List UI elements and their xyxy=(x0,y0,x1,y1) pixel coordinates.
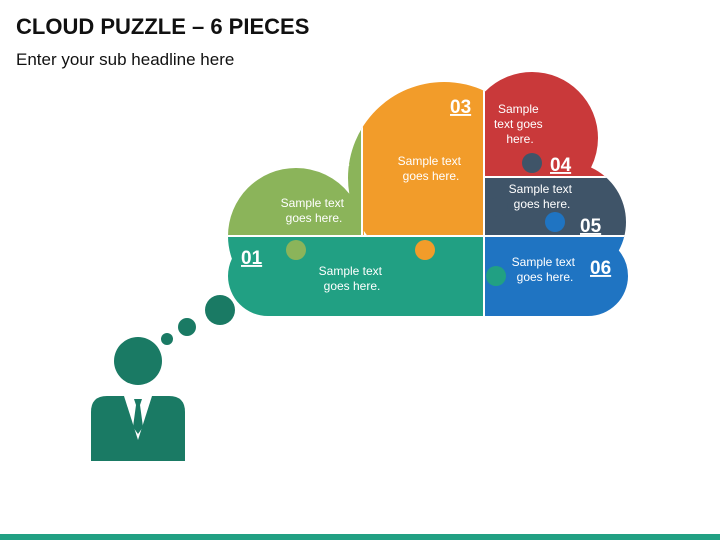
piece-text-04: Sample text goes here. xyxy=(494,102,546,146)
page-subtitle: Enter your sub headline here xyxy=(16,50,235,69)
puzzle-knob-05-left xyxy=(488,197,508,217)
piece-text-06-line1: Sample text xyxy=(512,255,576,269)
piece-number-03: 03 xyxy=(450,97,471,118)
piece-text-02-line1: Sample text xyxy=(281,196,345,210)
person-tie xyxy=(133,399,143,434)
puzzle-knob-03-right xyxy=(460,121,480,141)
piece-text-06-line2: goes here. xyxy=(517,270,574,284)
piece-text-05-line2: goes here. xyxy=(514,197,571,211)
piece-number-05: 05 xyxy=(580,216,602,237)
puzzle-knob-03-left xyxy=(366,174,386,194)
piece-number-01: 01 xyxy=(241,248,263,269)
page-title: CLOUD PUZZLE – 6 PIECES xyxy=(16,14,310,39)
piece-text-04-line1: Sample xyxy=(498,102,539,116)
puzzle-knob-05-top xyxy=(522,153,542,173)
piece-number-06: 06 xyxy=(590,258,611,279)
puzzle-piece-01 xyxy=(228,236,484,316)
piece-text-02-line2: goes here. xyxy=(286,211,343,225)
piece-text-01-line2: goes here. xyxy=(324,279,381,293)
puzzle-knob-02 xyxy=(286,240,306,260)
piece-text-04-line3: here. xyxy=(506,132,533,146)
puzzle-piece-03 xyxy=(362,72,484,236)
piece-text-04-line2: text goes xyxy=(494,117,543,131)
puzzle-knob-06-top xyxy=(545,212,565,232)
piece-text-01-line1: Sample text xyxy=(319,264,383,278)
piece-text-03-line1: Sample text xyxy=(398,154,462,168)
puzzle-piece-06 xyxy=(484,236,628,316)
piece-text-06: Sample text goes here. xyxy=(512,255,579,284)
piece-text-05: Sample text goes here. xyxy=(509,182,576,211)
thought-bubble-small xyxy=(161,333,173,345)
piece-text-03-line2: goes here. xyxy=(403,169,460,183)
puzzle-knob-01-right xyxy=(486,266,506,286)
piece-number-04: 04 xyxy=(550,155,572,176)
piece-number-02: 02 xyxy=(328,147,349,168)
thought-bubble-large xyxy=(205,295,235,325)
cloud-shape xyxy=(228,72,628,316)
puzzle-knob-03-bottom xyxy=(415,240,435,260)
piece-text-03: Sample text goes here. xyxy=(398,154,465,183)
businessman-icon xyxy=(91,337,185,461)
piece-text-02: Sample text goes here. xyxy=(281,196,348,225)
piece-text-05-line1: Sample text xyxy=(509,182,573,196)
thought-bubble-medium xyxy=(178,318,196,336)
bottom-accent-bar xyxy=(0,534,720,540)
piece-text-01: Sample text goes here. xyxy=(319,264,386,293)
person-head xyxy=(114,337,162,385)
